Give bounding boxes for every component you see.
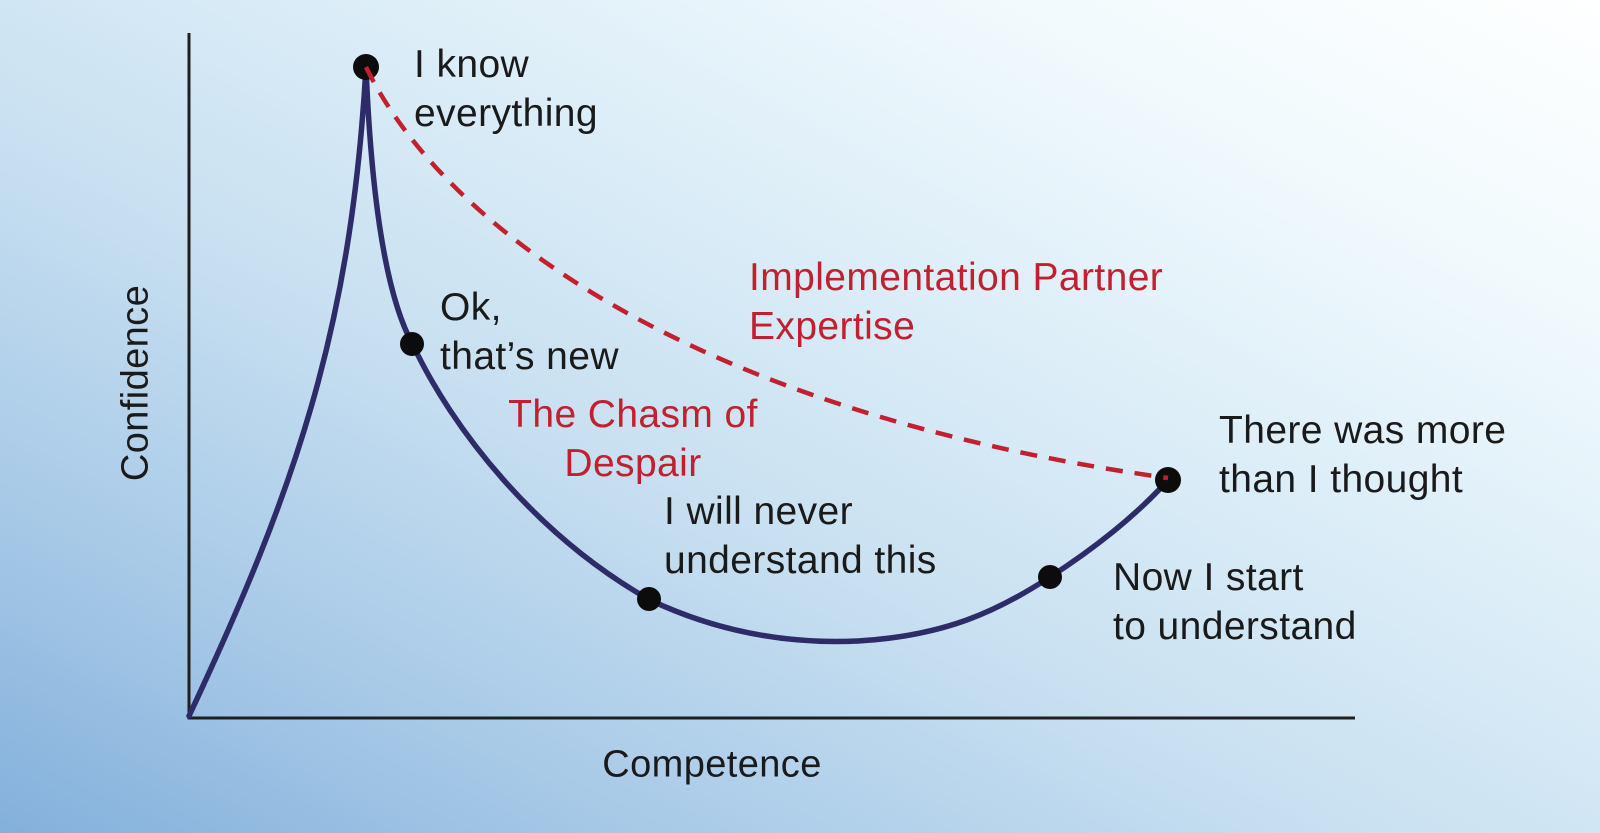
annotation-line: to understand [1113, 605, 1357, 648]
annotation-line: There was more [1219, 409, 1507, 452]
annotation-line: Implementation Partner [749, 256, 1164, 299]
annotation-line: I will never [664, 490, 854, 533]
annotation-line: than I thought [1219, 458, 1464, 501]
dot-now-i-start-to-understand [1038, 565, 1062, 589]
annotation-line: everything [414, 92, 598, 135]
annotation-chasm-of-despair: The Chasm of Despair [508, 390, 758, 488]
annotation-there-was-more: There was more than I thought [1219, 406, 1506, 504]
annotation-ok-thats-new: Ok, that’s new [440, 283, 619, 381]
annotation-now-i-start-to-understand: Now I start to understand [1113, 553, 1357, 651]
dot-there-was-more [1155, 467, 1181, 493]
annotation-line: The Chasm of [508, 393, 758, 436]
annotation-implementation-partner-expertise: Implementation Partner Expertise [749, 253, 1163, 351]
annotation-line: that’s new [440, 335, 619, 378]
annotation-i-know-everything: I know everything [414, 40, 598, 138]
dot-i-will-never-understand [637, 587, 661, 611]
expertise-dashed-line [363, 66, 1169, 481]
x-axis-label: Competence [602, 743, 822, 786]
annotation-line: Expertise [749, 305, 916, 348]
annotation-line: Despair [564, 442, 702, 485]
annotation-line: I know [414, 43, 530, 86]
dot-ok-thats-new [400, 332, 424, 356]
annotation-line: Now I start [1113, 556, 1304, 599]
annotation-i-will-never-understand: I will never understand this [664, 487, 937, 585]
y-axis-label: Confidence [114, 284, 157, 482]
annotation-line: Ok, [440, 286, 502, 329]
confidence-curve [186, 66, 1171, 719]
annotation-line: understand this [664, 539, 937, 582]
